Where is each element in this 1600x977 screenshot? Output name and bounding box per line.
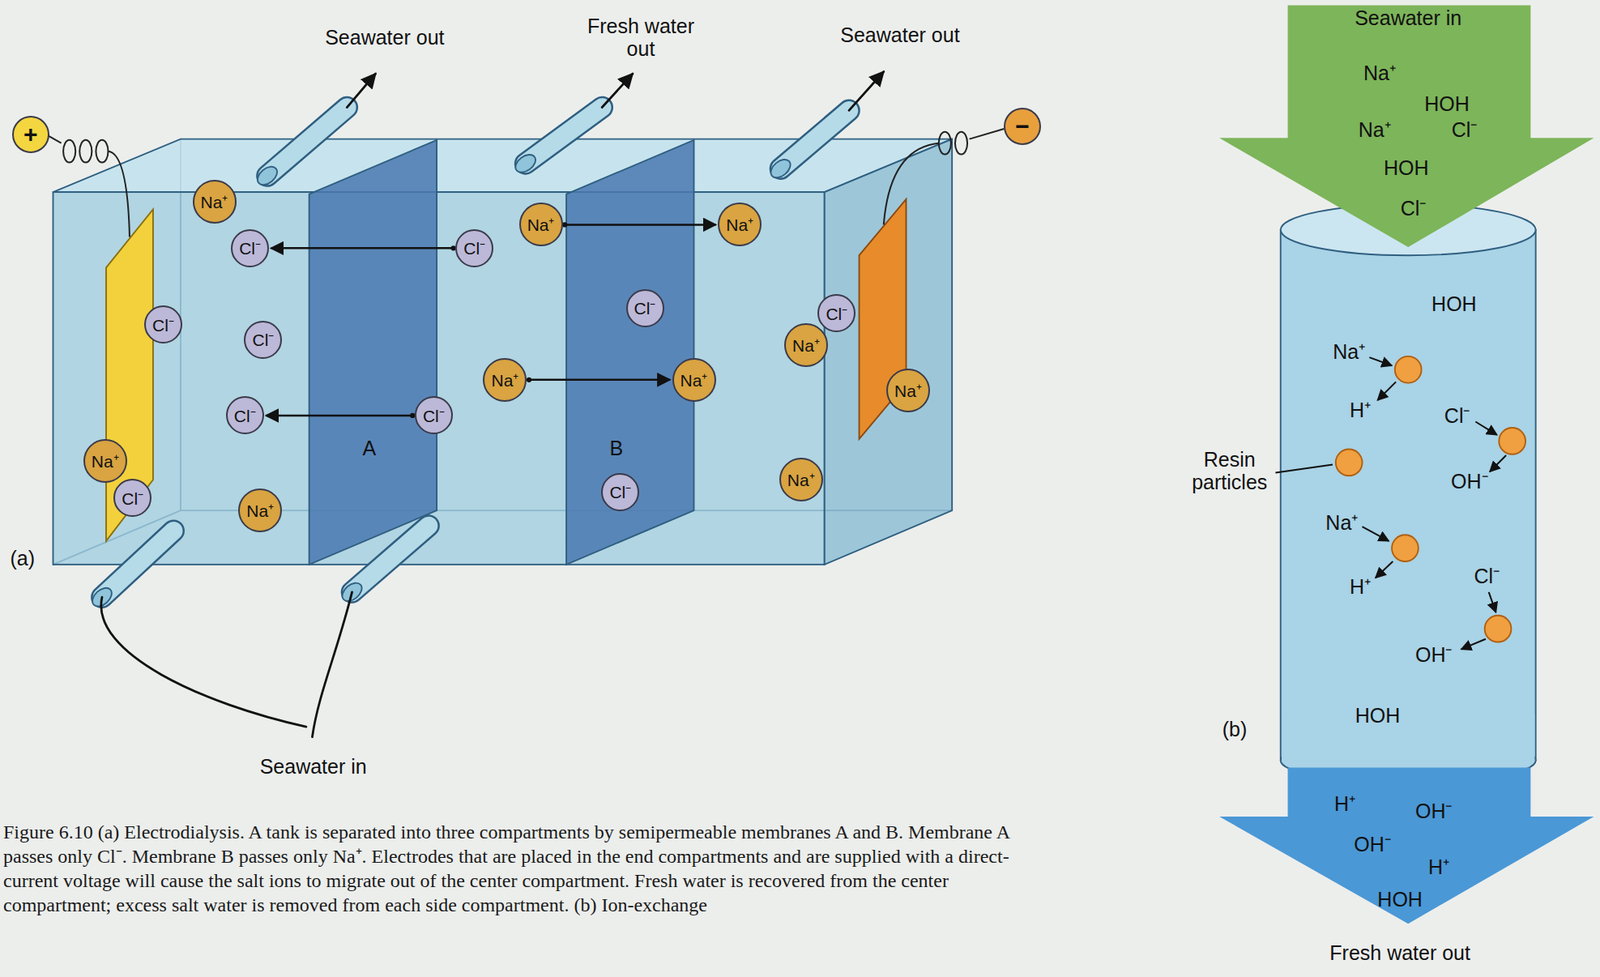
label: OH⁻ <box>1415 644 1453 667</box>
ion-text: Na⁺ <box>527 213 555 236</box>
ion-text: Cl⁻ <box>422 404 445 427</box>
ion-text: Cl⁻ <box>238 236 261 260</box>
label: Seawater in <box>1354 7 1462 30</box>
ion-text: Na⁺ <box>91 449 120 473</box>
ion-text: Cl⁻ <box>609 480 632 504</box>
membrane-a <box>309 140 437 565</box>
figure-caption: Figure 6.10 (a) Electrodialysis. A tank … <box>3 819 1041 918</box>
migration-arrow <box>529 379 670 382</box>
ion-circle: Na⁺ <box>779 457 824 502</box>
label: HOH <box>1431 293 1477 316</box>
label: H⁺ <box>1349 399 1371 423</box>
label: Seawater in <box>260 755 367 779</box>
label: OH⁻ <box>1415 800 1453 824</box>
ion-circle: Cl⁻ <box>601 473 640 512</box>
ion-circle: Na⁺ <box>717 202 762 247</box>
ion-circle: Na⁺ <box>784 323 828 367</box>
arrow-origin-dot <box>562 221 568 227</box>
label: HOH <box>1383 157 1430 180</box>
label: Na⁺ <box>1332 341 1366 364</box>
migration-arrow <box>271 247 454 250</box>
ion-circle: Na⁺ <box>672 358 717 402</box>
ion-text: Na⁺ <box>792 333 820 357</box>
label: HOH <box>1424 93 1470 116</box>
label: Na⁺ <box>1363 62 1396 86</box>
electrode-terminal: + <box>12 115 50 154</box>
label: Fresh water out <box>580 15 702 60</box>
label: (b) <box>1222 718 1248 742</box>
ion-text: Cl⁻ <box>825 302 848 325</box>
label: B <box>609 437 623 461</box>
ion-circle: Na⁺ <box>482 358 527 402</box>
ion-text: Na⁺ <box>787 468 815 491</box>
ion-circle: Na⁺ <box>519 202 564 247</box>
label: HOH <box>1377 888 1423 912</box>
ion-circle: Cl⁻ <box>144 305 183 344</box>
label: OH⁻ <box>1353 833 1391 857</box>
ion-text: + <box>23 120 39 149</box>
arrow-origin-dot <box>526 377 532 383</box>
label: Resin particles <box>1173 448 1287 494</box>
ion-text: Na⁺ <box>200 190 229 214</box>
label: Fresh water out <box>1329 942 1471 965</box>
ion-text: Na⁺ <box>491 368 520 392</box>
anode-plate <box>106 209 154 542</box>
ion-text: Na⁺ <box>894 379 922 402</box>
label: Cl⁻ <box>1451 119 1478 142</box>
membrane-b <box>566 140 694 565</box>
ion-exchange-column <box>1219 5 1594 925</box>
migration-arrow <box>265 414 413 418</box>
ion-text: Na⁺ <box>680 368 709 392</box>
label: Cl⁻ <box>1473 565 1500 589</box>
ion-circle: Cl⁻ <box>626 289 665 328</box>
label: Seawater out <box>324 26 446 50</box>
pipes <box>89 71 884 737</box>
tank <box>52 139 952 565</box>
ion-text: Cl⁻ <box>252 328 275 351</box>
ion-circle: Na⁺ <box>192 179 237 224</box>
ion-text: Cl⁻ <box>234 404 256 427</box>
ion-circle: Na⁺ <box>238 488 282 533</box>
ion-circle: Cl⁻ <box>455 229 494 268</box>
ion-circle: Cl⁻ <box>414 396 453 435</box>
label: HOH <box>1355 704 1401 728</box>
label: Na⁺ <box>1358 119 1391 142</box>
migration-arrow <box>564 223 717 227</box>
ion-text: Cl⁻ <box>463 236 486 260</box>
label: (a) <box>9 547 35 571</box>
label: Cl⁻ <box>1400 197 1427 221</box>
electrode-terminal: − <box>1003 107 1042 146</box>
ion-text: Na⁺ <box>725 213 754 236</box>
ion-text: Cl⁻ <box>152 313 175 337</box>
ion-circle: Cl⁻ <box>226 396 265 435</box>
label: H⁺ <box>1349 576 1371 599</box>
label: OH⁻ <box>1450 470 1489 494</box>
label: Cl⁻ <box>1444 405 1471 428</box>
ion-text: Cl⁻ <box>121 486 144 510</box>
label: Seawater out <box>839 24 961 47</box>
ion-circle: Cl⁻ <box>230 229 269 268</box>
ion-text: Cl⁻ <box>634 296 657 320</box>
label: Na⁺ <box>1325 512 1358 535</box>
ion-text: − <box>1015 112 1030 141</box>
ion-text: Na⁺ <box>246 499 274 522</box>
label: A <box>362 437 377 461</box>
ion-circle: Na⁺ <box>83 439 128 483</box>
label: H⁺ <box>1334 793 1356 816</box>
label: H⁺ <box>1428 856 1450 879</box>
